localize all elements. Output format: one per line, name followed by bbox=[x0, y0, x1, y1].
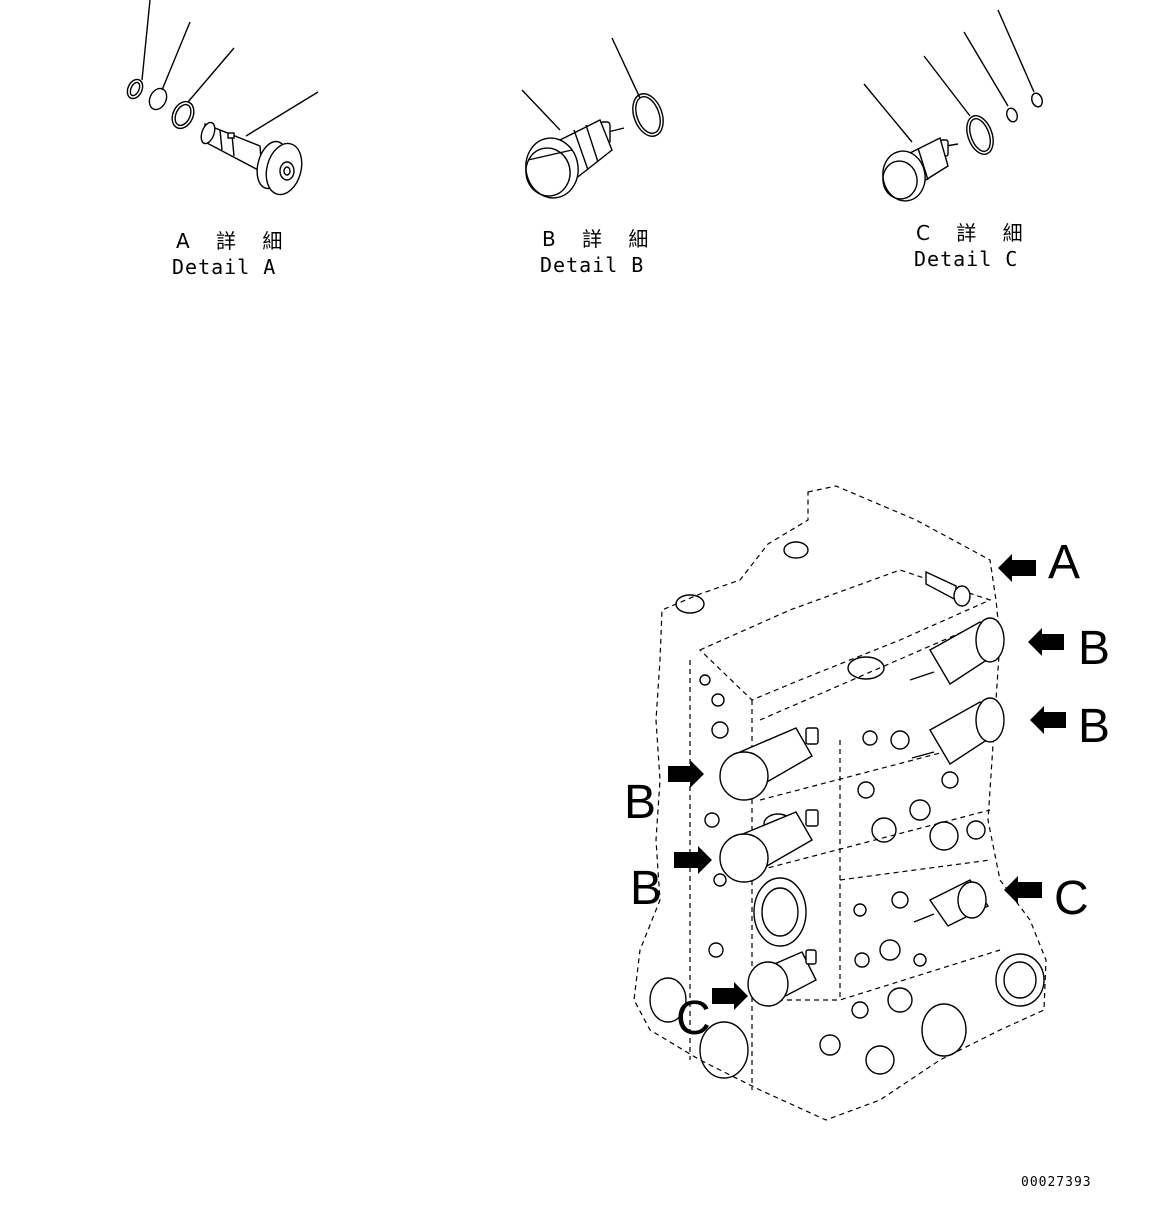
detail-a-illustration bbox=[126, 0, 319, 196]
valve-b-left-lower bbox=[719, 809, 819, 883]
relief-valve-b bbox=[525, 119, 625, 199]
arrow-b-right-upper bbox=[1028, 628, 1064, 656]
arrow-c-left bbox=[712, 982, 748, 1010]
detail-c-title-jp: C 詳 細 bbox=[916, 221, 1033, 245]
detail-b-illustration bbox=[521, 37, 664, 199]
o-ring-b bbox=[632, 93, 664, 137]
detail-b-title-jp: B 詳 細 bbox=[542, 227, 658, 251]
valve-b-right-lower bbox=[911, 697, 1005, 765]
callout-b-right-lower: B bbox=[1078, 700, 1110, 753]
valve-b-left-upper bbox=[719, 727, 819, 801]
arrow-b-right-lower bbox=[1030, 706, 1066, 734]
detail-c-illustration bbox=[863, 9, 1043, 202]
detail-a-title-jp: A 詳 細 bbox=[176, 229, 292, 253]
callout-c-left: C bbox=[676, 992, 711, 1045]
valve-c-right bbox=[913, 879, 990, 927]
valve-c-left bbox=[747, 949, 817, 1007]
small-ring-c2 bbox=[1006, 107, 1018, 123]
arrow-c-right bbox=[1004, 876, 1042, 904]
arrow-b-left-lower bbox=[674, 846, 712, 874]
o-ring-c bbox=[966, 115, 994, 155]
valve-b-right-upper bbox=[909, 617, 1005, 685]
callout-b-left-lower: B bbox=[630, 862, 662, 915]
callout-b-left-upper: B bbox=[624, 776, 656, 829]
valve-a-installed bbox=[925, 570, 971, 607]
detail-a-title-en: Detail A bbox=[172, 255, 276, 279]
detail-c-title-en: Detail C bbox=[914, 247, 1018, 271]
document-id: 00027393 bbox=[1021, 1175, 1092, 1190]
valve-plug-a bbox=[200, 121, 303, 196]
o-ring-large bbox=[171, 100, 195, 130]
o-ring-small bbox=[126, 78, 144, 100]
callout-a: A bbox=[1048, 536, 1080, 589]
control-valve-assembly bbox=[633, 485, 1066, 1121]
callout-c-right: C bbox=[1054, 872, 1089, 925]
backup-ring bbox=[148, 87, 168, 111]
callout-b-right-upper: B bbox=[1078, 622, 1110, 675]
relief-valve-c bbox=[882, 136, 959, 202]
detail-b-title-en: Detail B bbox=[540, 253, 644, 277]
arrow-b-left-upper bbox=[668, 760, 704, 788]
small-ring-c1 bbox=[1031, 92, 1043, 108]
arrow-a bbox=[998, 554, 1036, 582]
